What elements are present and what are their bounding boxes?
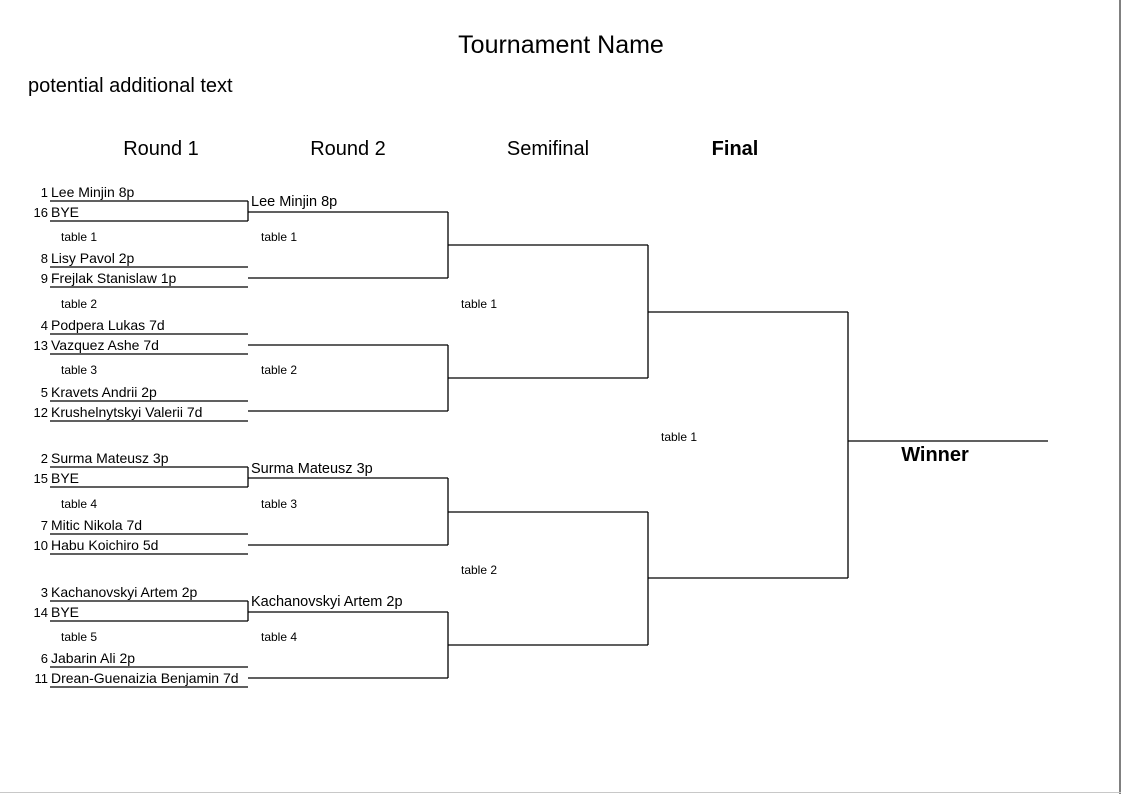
round2-player-name: Surma Mateusz 3p xyxy=(251,461,373,477)
round1-table-label: table 4 xyxy=(61,497,98,511)
final-table-label: table 1 xyxy=(661,430,698,444)
player-name: Drean-Guenaizia Benjamin 7d xyxy=(51,670,239,686)
seed-number: 12 xyxy=(33,405,48,420)
player-name: Mitic Nikola 7d xyxy=(51,517,143,533)
seed-number: 4 xyxy=(40,318,48,333)
seed-number: 9 xyxy=(40,271,48,286)
round1-table-label: table 2 xyxy=(61,297,98,311)
round-header-round-1: Round 1 xyxy=(123,138,199,160)
round2-player-name: Lee Minjin 8p xyxy=(251,194,338,210)
semifinal-table-label: table 2 xyxy=(461,563,498,577)
tournament-title: Tournament Name xyxy=(458,31,664,59)
player-name: BYE xyxy=(51,604,80,620)
seed-number: 6 xyxy=(40,651,48,666)
seed-number: 2 xyxy=(40,451,48,466)
seed-number: 13 xyxy=(33,338,48,353)
winner-label: Winner xyxy=(901,444,969,466)
round1-table-label: table 1 xyxy=(61,230,98,244)
player-name: Lisy Pavol 2p xyxy=(51,250,135,266)
player-name: Vazquez Ashe 7d xyxy=(51,337,159,353)
round-header-round-2: Round 2 xyxy=(310,138,386,160)
player-name: Jabarin Ali 2p xyxy=(51,650,136,666)
round-header-semifinal: Semifinal xyxy=(506,138,590,160)
round2-table-label: table 2 xyxy=(261,363,298,377)
seed-number: 8 xyxy=(40,251,48,266)
seed-number: 5 xyxy=(40,385,48,400)
player-name: BYE xyxy=(51,204,80,220)
player-name: Podpera Lukas 7d xyxy=(51,317,165,333)
round1-table-label: table 5 xyxy=(61,630,98,644)
seed-number: 3 xyxy=(40,585,48,600)
subtitle-text: potential additional text xyxy=(28,75,233,97)
semifinal-table-label: table 1 xyxy=(461,297,498,311)
seed-number: 10 xyxy=(33,538,48,553)
round2-table-label: table 3 xyxy=(261,497,298,511)
round1-table-label: table 3 xyxy=(61,363,98,377)
player-name: Krushelnytskyi Valerii 7d xyxy=(51,404,203,420)
player-name: Habu Koichiro 5d xyxy=(51,537,159,553)
page-border-bottom xyxy=(0,792,1121,793)
player-name: Surma Mateusz 3p xyxy=(51,450,169,466)
round2-player-name: Kachanovskyi Artem 2p xyxy=(251,594,403,610)
player-name: BYE xyxy=(51,470,80,486)
player-name: Kachanovskyi Artem 2p xyxy=(51,584,198,600)
seed-number: 15 xyxy=(33,471,48,486)
round-header-final: Final xyxy=(711,138,759,160)
seed-number: 1 xyxy=(40,185,48,200)
player-name: Frejlak Stanislaw 1p xyxy=(51,270,177,286)
player-name: Kravets Andrii 2p xyxy=(51,384,157,400)
page-border-right xyxy=(1119,0,1121,794)
round2-table-label: table 4 xyxy=(261,630,298,644)
seed-number: 11 xyxy=(34,671,49,686)
seed-number: 16 xyxy=(33,205,48,220)
player-name: Lee Minjin 8p xyxy=(51,184,135,200)
round2-table-label: table 1 xyxy=(261,230,298,244)
seed-number: 14 xyxy=(33,605,48,620)
seed-number: 7 xyxy=(40,518,48,533)
